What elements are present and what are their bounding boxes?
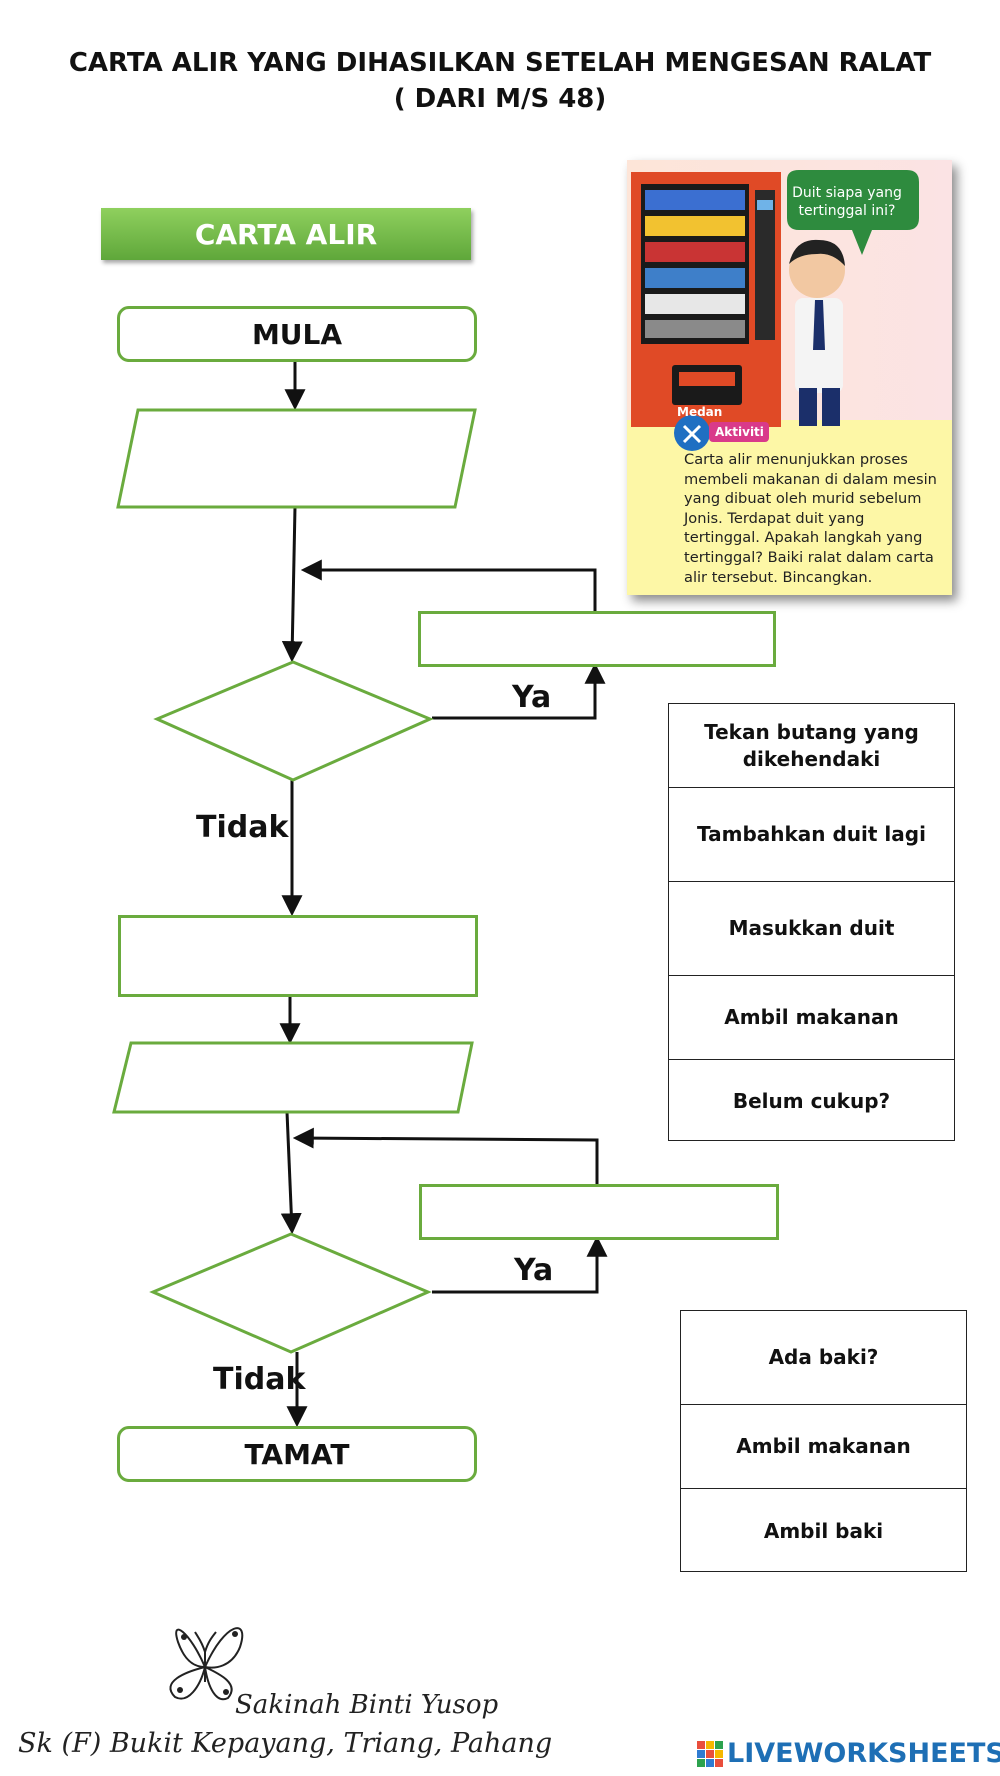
activity-badge-top: Medan (677, 405, 723, 419)
decision-shape-1 (153, 660, 434, 782)
choice-item[interactable]: Ambil makanan (669, 976, 954, 1060)
end-terminal: TAMAT (117, 1426, 477, 1482)
decision-shape-2 (149, 1232, 432, 1354)
decision-drop-target-2[interactable] (176, 1252, 401, 1332)
activity-instructions: Carta alir menunjukkan proses membeli ma… (684, 451, 937, 586)
choice-table-2: Ada baki? Ambil makanan Ambil baki (680, 1310, 967, 1572)
liveworksheets-icon (697, 1740, 723, 1767)
choice-table-1: Tekan butang yang dikehendaki Tambahkan … (668, 703, 955, 1141)
page-subtitle: ( DARI M/S 48) (393, 84, 607, 114)
input-drop-target-1[interactable] (125, 410, 470, 507)
signature-school: Sk (F) Bukit Kepayang, Triang, Pahang (18, 1728, 553, 1759)
activity-badge-label: Aktiviti (715, 425, 764, 439)
input-drop-target-2[interactable] (120, 1043, 468, 1112)
choice-item[interactable]: Tekan butang yang dikehendaki (669, 704, 954, 788)
no-label-1: Tidak (196, 810, 289, 845)
choice-item[interactable]: Belum cukup? (732, 1088, 891, 1113)
process-box[interactable] (118, 915, 478, 997)
page-title: CARTA ALIR YANG DIHASILKAN SETELAH MENGE… (68, 48, 932, 78)
choice-item[interactable]: Ambil baki (763, 1518, 884, 1543)
flowchart-header: CARTA ALIR (101, 208, 471, 260)
yes-label-1: Ya (512, 680, 552, 715)
loop-process-box-2[interactable] (419, 1184, 779, 1240)
no-label-2: Tidak (213, 1362, 306, 1397)
choice-item[interactable]: Tambahkan duit lagi (669, 788, 954, 882)
start-terminal: MULA (117, 306, 477, 362)
input-shape-1 (116, 408, 477, 509)
choice-item[interactable]: Ambil makanan (681, 1405, 966, 1489)
activity-card: Duit siapa yang tertinggal ini? Medan Ak… (627, 160, 952, 595)
butterfly-logo (169, 1627, 244, 1701)
liveworksheets-text: LIVEWORKSHEETS (727, 1738, 1000, 1769)
input-shape-2 (112, 1041, 474, 1114)
vending-machine-illustration (631, 170, 919, 451)
signature-name: Sakinah Binti Yusop (235, 1690, 499, 1720)
decision-drop-target-1[interactable] (180, 680, 405, 760)
choice-item[interactable]: Masukkan duit (669, 882, 954, 976)
choice-item[interactable]: Ada baki? (681, 1311, 966, 1405)
liveworksheets-logo[interactable]: LIVEWORKSHEETS (697, 1738, 1000, 1769)
yes-label-2: Ya (514, 1253, 554, 1288)
loop-process-box-1[interactable] (418, 611, 776, 667)
speech-bubble-text: Duit siapa yang tertinggal ini? (792, 185, 902, 219)
